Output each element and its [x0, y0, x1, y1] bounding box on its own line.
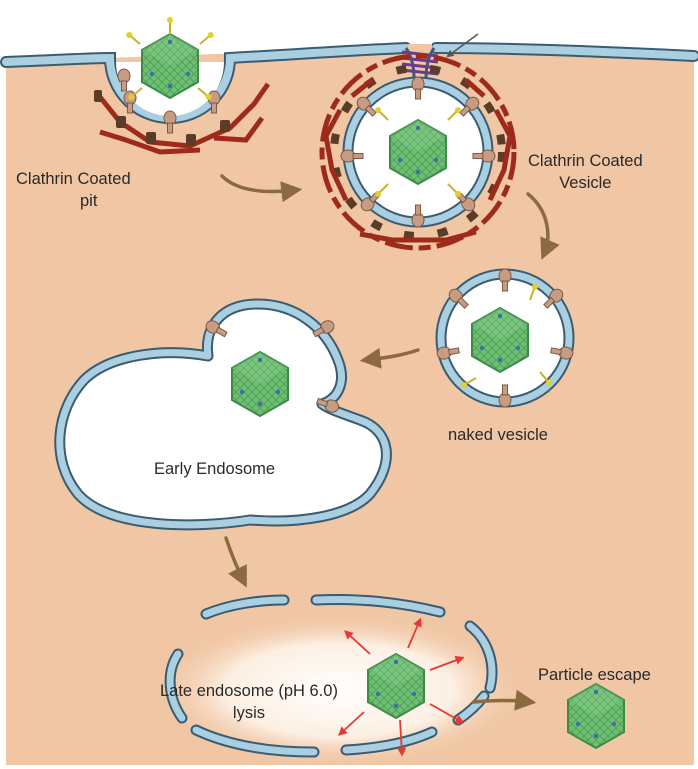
label-clathrin-coated-vesicle: Clathrin Coated Vesicle — [528, 152, 643, 192]
label-late-endosome: Late endosome (pH 6.0) lysis — [160, 682, 338, 722]
process-arrows — [220, 174, 560, 711]
early-endosome-membrane — [54, 298, 392, 531]
label-particle-escape: Particle escape — [538, 666, 651, 684]
label-clathrin-coated-pit: Clathrin Coated pit — [16, 170, 131, 210]
label-early-endosome: Early Endosome — [154, 460, 276, 478]
label-naked-vesicle: naked vesicle — [448, 426, 548, 444]
lysis-arrows — [338, 617, 465, 757]
clathrin-lattice-icon — [94, 82, 271, 155]
clathrin-lattice-icon — [323, 78, 513, 243]
